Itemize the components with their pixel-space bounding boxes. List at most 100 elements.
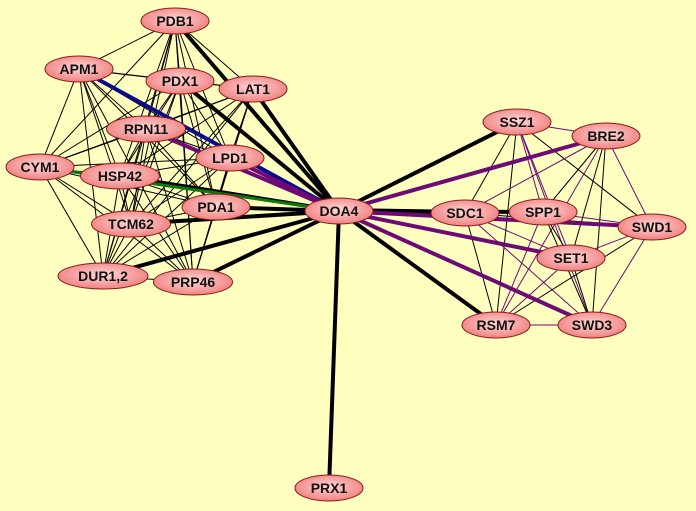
- node-apm1[interactable]: APM1: [44, 55, 114, 83]
- node-bre2[interactable]: BRE2: [571, 122, 641, 150]
- edge-DOA4-PRP46: [192, 209, 340, 284]
- node-pdb1[interactable]: PDB1: [140, 7, 210, 35]
- node-shape[interactable]: [482, 108, 552, 136]
- node-label: PRX1: [311, 480, 348, 496]
- node-shape[interactable]: [304, 197, 374, 225]
- node-shape[interactable]: [461, 311, 531, 339]
- node-pda1[interactable]: PDA1: [181, 193, 251, 221]
- node-shape[interactable]: [557, 311, 627, 339]
- edge-DOA4-RSM7: [337, 209, 498, 327]
- node-shape[interactable]: [181, 193, 251, 221]
- node-rpn11[interactable]: RPN11: [106, 115, 186, 143]
- node-label: BRE2: [587, 128, 625, 144]
- node-label: SDC1: [446, 205, 484, 221]
- node-label: DUR1,2: [78, 268, 128, 284]
- node-cym1[interactable]: CYM1: [5, 153, 75, 181]
- edge-SWD1-SWD3: [591, 226, 653, 326]
- node-shape[interactable]: [5, 153, 75, 181]
- node-tcm62[interactable]: TCM62: [91, 210, 171, 238]
- edge-CYM1-DUR1,2: [39, 166, 104, 277]
- node-shape[interactable]: [57, 262, 149, 290]
- node-shape[interactable]: [106, 115, 186, 143]
- node-label: SSZ1: [499, 114, 534, 130]
- node-shape[interactable]: [153, 268, 233, 296]
- node-shape[interactable]: [571, 122, 641, 150]
- node-swd1[interactable]: SWD1: [617, 213, 687, 241]
- node-hsp42[interactable]: HSP42: [80, 162, 160, 190]
- node-sdc1[interactable]: SDC1: [430, 199, 500, 227]
- node-shape[interactable]: [91, 210, 171, 238]
- edge-DOA4-LAT1: [251, 87, 341, 213]
- node-shape[interactable]: [195, 144, 265, 172]
- node-label: SWD1: [632, 219, 673, 235]
- node-rsm7[interactable]: RSM7: [461, 311, 531, 339]
- edge-DOA4-SET1: [338, 209, 572, 260]
- node-label: RSM7: [477, 317, 516, 333]
- node-label: LPD1: [212, 150, 248, 166]
- node-shape[interactable]: [294, 474, 364, 502]
- edge-SSZ1-SET1: [516, 121, 572, 259]
- node-shape[interactable]: [145, 67, 215, 95]
- node-label: HSP42: [98, 168, 143, 184]
- edge-BRE2-SDC1: [464, 135, 607, 214]
- edge-DOA4-BRE2: [338, 134, 607, 213]
- edge-LAT1-TCM62: [130, 88, 254, 225]
- edge-RPN11-PRP46: [145, 128, 194, 283]
- node-ssz1[interactable]: SSZ1: [482, 108, 552, 136]
- node-label: RPN11: [124, 121, 169, 137]
- node-label: PDB1: [156, 13, 194, 29]
- node-dur12[interactable]: DUR1,2: [57, 262, 149, 290]
- node-label: LAT1: [236, 81, 270, 97]
- edge-APM1-HSP42: [78, 68, 121, 177]
- node-shape[interactable]: [536, 244, 606, 272]
- edge-SDC1-SWD3: [464, 212, 593, 326]
- edge-BRE2-SWD1: [605, 135, 653, 228]
- node-prx1[interactable]: PRX1: [294, 474, 364, 502]
- node-label: PRP46: [171, 274, 216, 290]
- node-label: SWD3: [572, 317, 613, 333]
- node-label: CYM1: [21, 159, 60, 175]
- edge-RPN11-PDA1: [145, 128, 217, 208]
- node-shape[interactable]: [44, 55, 114, 83]
- edge-PDB1-HSP42: [119, 20, 176, 177]
- edge-DOA4-PDX1: [178, 79, 341, 213]
- edge-SPP1-RSM7: [495, 211, 544, 326]
- node-label: DOA4: [320, 203, 359, 219]
- node-label: APM1: [60, 61, 99, 77]
- edge-DOA4-PDB1: [173, 19, 341, 213]
- node-shape[interactable]: [80, 162, 160, 190]
- edge-SSZ1-SWD1: [516, 121, 653, 228]
- edge-PDX1-PDA1: [179, 80, 217, 208]
- node-label: PDA1: [197, 199, 235, 215]
- edge-DOA4-SSZ1: [338, 120, 518, 213]
- edge-RPN11-DUR1,2: [102, 128, 147, 277]
- edge-LAT1-HSP42: [119, 88, 254, 177]
- edge-APM1-CYM1: [39, 68, 80, 168]
- edge-DOA4-SWD3: [338, 209, 593, 327]
- node-shape[interactable]: [508, 198, 578, 226]
- edge-DOA4-APM1: [78, 67, 340, 213]
- edge-SSZ1-RSM7: [495, 121, 518, 326]
- edge-APM1-TCM62: [78, 68, 132, 225]
- node-prp46[interactable]: PRP46: [153, 268, 233, 296]
- node-shape[interactable]: [430, 199, 500, 227]
- edge-BRE2-SET1: [570, 135, 607, 259]
- node-lpd1[interactable]: LPD1: [195, 144, 265, 172]
- node-label: SET1: [553, 250, 588, 266]
- node-lat1[interactable]: LAT1: [218, 75, 288, 103]
- node-swd3[interactable]: SWD3: [557, 311, 627, 339]
- node-spp1[interactable]: SPP1: [508, 198, 578, 226]
- node-label: TCM62: [108, 216, 154, 232]
- node-pdx1[interactable]: PDX1: [145, 67, 215, 95]
- node-shape[interactable]: [617, 213, 687, 241]
- edge-DOA4-DUR1,2: [102, 209, 340, 278]
- node-shape[interactable]: [140, 7, 210, 35]
- edge-BRE2-SWD3: [591, 135, 607, 326]
- node-set1[interactable]: SET1: [536, 244, 606, 272]
- node-doa4[interactable]: DOA4: [304, 197, 374, 225]
- edge-SDC1-RSM7: [464, 212, 497, 326]
- node-shape[interactable]: [218, 75, 288, 103]
- edge-SSZ1-SPP1: [516, 121, 544, 213]
